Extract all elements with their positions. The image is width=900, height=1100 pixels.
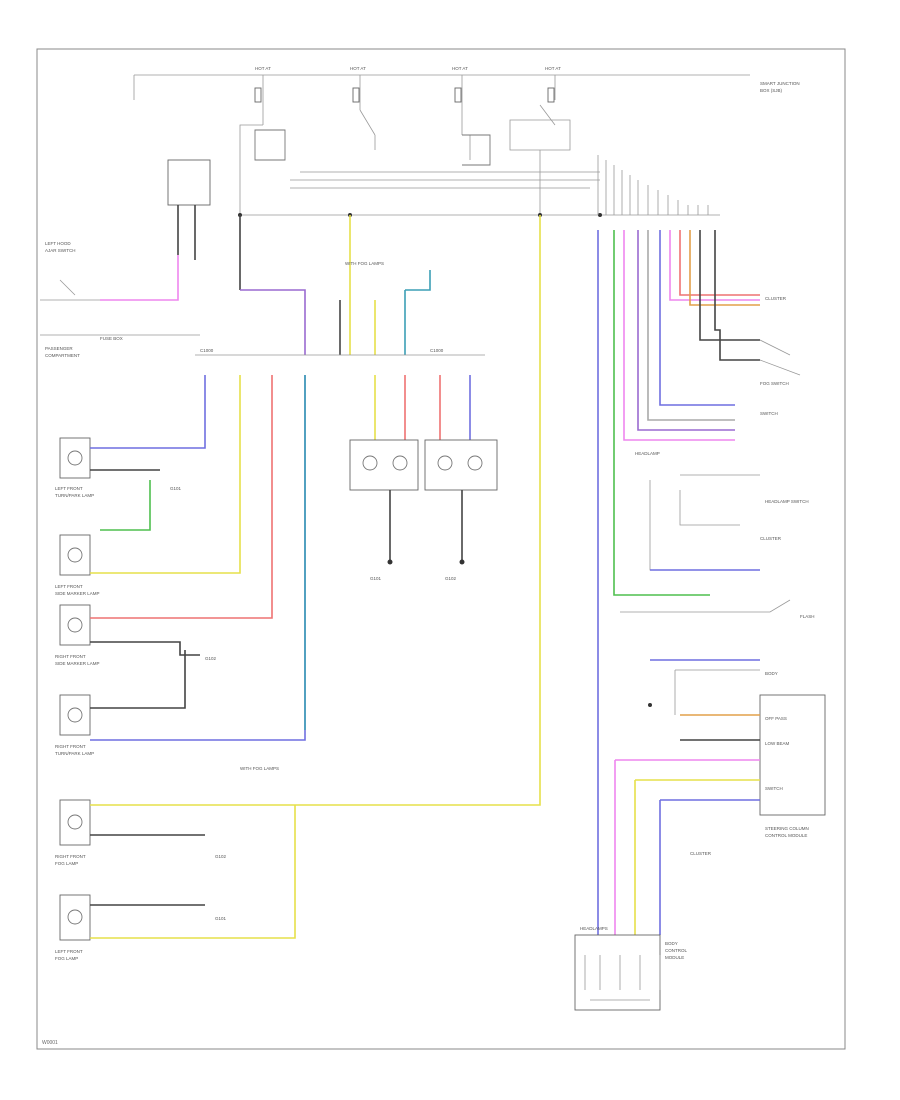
svg-text:BOX (SJB): BOX (SJB) <box>760 88 783 93</box>
svg-text:HOT AT: HOT AT <box>350 66 366 71</box>
right-harness: CLUSTER FOG SWITCH SWITCH HEADLAMP <box>597 230 801 935</box>
svg-text:AJAR SWITCH: AJAR SWITCH <box>45 248 76 253</box>
svg-text:SMART JUNCTION: SMART JUNCTION <box>760 81 800 86</box>
sccm-module: BODY OFF PASS LOW BEAM SWITCH STEERING C… <box>615 659 826 935</box>
svg-text:LEFT FRONT: LEFT FRONT <box>55 584 83 589</box>
svg-text:LEFT HOOD: LEFT HOOD <box>45 241 71 246</box>
svg-text:WITH FOG LAMPS: WITH FOG LAMPS <box>345 261 384 266</box>
left-headlamp <box>349 439 419 491</box>
headlamps: G101 G102 <box>349 375 498 581</box>
svg-text:FOG LAMP: FOG LAMP <box>55 861 78 866</box>
svg-text:G101: G101 <box>370 576 382 581</box>
svg-text:HEADLAMP: HEADLAMP <box>635 451 660 456</box>
diagram-code: W0001 <box>42 1040 58 1046</box>
harness: C1000 C1000 WITH FOG LAMPS <box>195 215 485 356</box>
svg-text:RIGHT FRONT: RIGHT FRONT <box>55 744 86 749</box>
svg-text:RIGHT FRONT: RIGHT FRONT <box>55 654 86 659</box>
svg-text:MODULE: MODULE <box>665 955 684 960</box>
svg-text:SIDE MARKER LAMP: SIDE MARKER LAMP <box>55 661 100 666</box>
svg-text:LOW BEAM: LOW BEAM <box>765 741 790 746</box>
svg-text:TURN/PARK LAMP: TURN/PARK LAMP <box>55 751 94 756</box>
svg-text:CLUSTER: CLUSTER <box>760 536 782 541</box>
svg-text:SWITCH: SWITCH <box>765 786 783 791</box>
left-front-turn-park-lamp <box>59 437 91 479</box>
svg-text:CLUSTER: CLUSTER <box>765 296 787 301</box>
svg-text:SIDE MARKER LAMP: SIDE MARKER LAMP <box>55 591 100 596</box>
svg-text:CONTROL: CONTROL <box>665 948 687 953</box>
left-front-side-marker-lamp <box>59 534 91 576</box>
svg-text:CONTROL MODULE: CONTROL MODULE <box>765 833 807 838</box>
svg-text:C1000: C1000 <box>200 348 214 353</box>
left-switch-block: LEFT HOOD AJAR SWITCH PASSENGER COMPARTM… <box>40 159 211 358</box>
right-front-fog-lamp <box>59 799 91 846</box>
svg-text:BODY: BODY <box>765 671 778 676</box>
svg-text:G101: G101 <box>215 916 227 921</box>
svg-text:G102: G102 <box>215 854 227 859</box>
svg-text:TURN/PARK LAMP: TURN/PARK LAMP <box>55 493 94 498</box>
svg-text:HEADLAMP SWITCH: HEADLAMP SWITCH <box>765 499 809 504</box>
left-lamps: LEFT FRONT TURN/PARK LAMP G101 LEFT FRON… <box>55 215 541 961</box>
svg-text:HOT AT: HOT AT <box>452 66 468 71</box>
svg-text:FOG LAMP: FOG LAMP <box>55 956 78 961</box>
sccm-box <box>759 694 826 816</box>
svg-text:BODY: BODY <box>665 941 678 946</box>
svg-text:STEERING COLUMN: STEERING COLUMN <box>765 826 809 831</box>
diagram-frame <box>36 48 846 1050</box>
svg-text:OFF PASS: OFF PASS <box>765 716 787 721</box>
right-headlamp <box>424 439 498 491</box>
svg-text:G102: G102 <box>445 576 457 581</box>
body-control-module: BODY CONTROL MODULE HEADLAMPS <box>574 760 687 1011</box>
svg-text:SWITCH: SWITCH <box>760 411 778 416</box>
svg-text:HOT AT: HOT AT <box>255 66 271 71</box>
svg-text:FOG SWITCH: FOG SWITCH <box>760 381 789 386</box>
svg-text:WITH FOG LAMPS: WITH FOG LAMPS <box>240 766 279 771</box>
svg-text:G101: G101 <box>170 486 182 491</box>
right-front-turn-park-lamp <box>59 694 91 736</box>
headlamp-switch-area: HEADLAMP SWITCH CLUSTER FLASH <box>620 474 815 619</box>
svg-text:COMPARTMENT: COMPARTMENT <box>45 353 80 358</box>
left-front-fog-lamp <box>59 894 91 941</box>
svg-text:PASSENGER: PASSENGER <box>45 346 73 351</box>
svg-text:CLUSTER: CLUSTER <box>690 851 712 856</box>
svg-text:RIGHT FRONT: RIGHT FRONT <box>55 854 86 859</box>
svg-text:HEADLAMPS: HEADLAMPS <box>580 926 608 931</box>
svg-text:HOT AT: HOT AT <box>545 66 561 71</box>
svg-text:FUSE BOX: FUSE BOX <box>100 336 123 341</box>
right-front-side-marker-lamp <box>59 604 91 646</box>
svg-text:LEFT FRONT: LEFT FRONT <box>55 486 83 491</box>
svg-text:FLASH: FLASH <box>800 614 815 619</box>
svg-text:LEFT FRONT: LEFT FRONT <box>55 949 83 954</box>
svg-text:G102: G102 <box>205 656 217 661</box>
fuse-panel: SMART JUNCTION BOX (SJB) HOT AT HOT AT H… <box>133 66 800 217</box>
svg-text:C1000: C1000 <box>430 348 444 353</box>
